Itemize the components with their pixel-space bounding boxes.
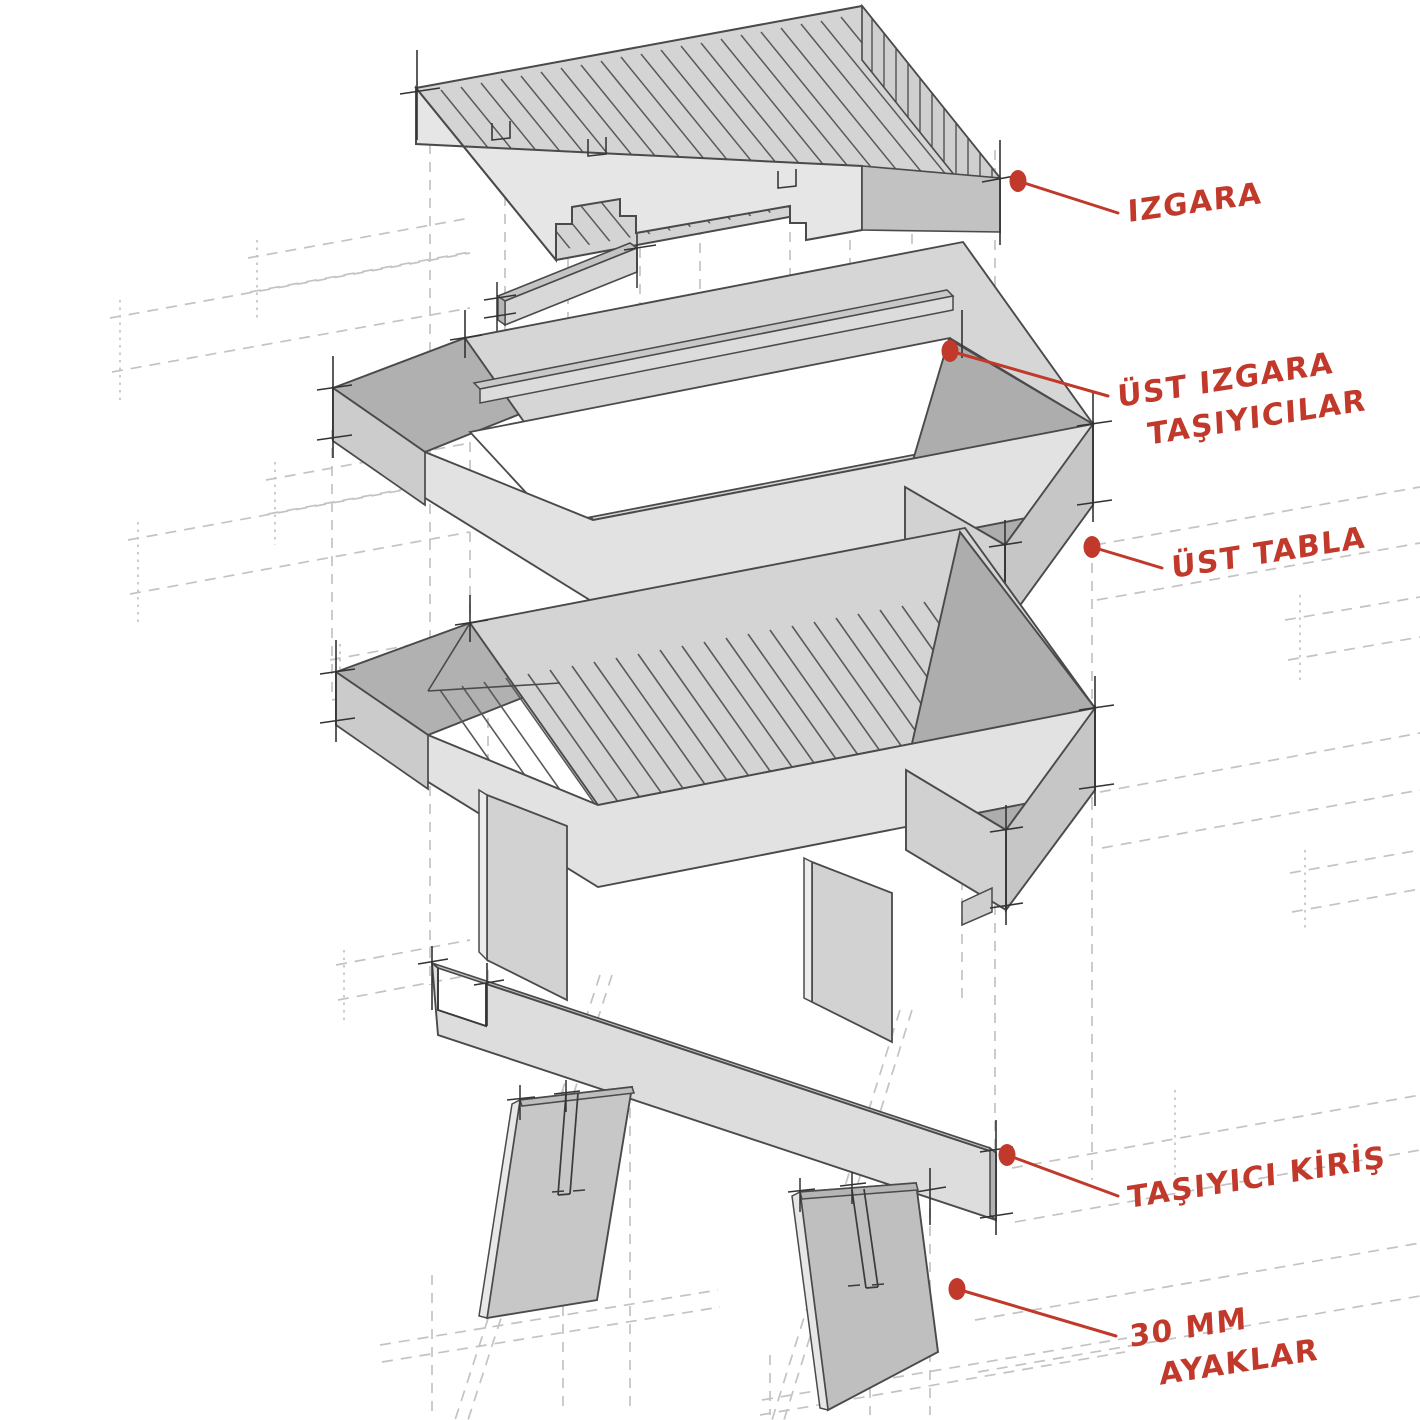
component-top-tray [316, 240, 1113, 640]
leg-slot [551, 1092, 586, 1196]
tray-inner-rail [472, 289, 955, 404]
leader-line-ust-izgara-tasiyicilar [948, 349, 1110, 398]
leader-dot-tasiyici-kiris [998, 1144, 1016, 1166]
bench-tick-marks [319, 595, 1115, 925]
component-assembled-bench [319, 526, 1115, 1044]
leader-dot-ust-tabla [1083, 536, 1101, 558]
component-grate [399, 3, 1021, 263]
bench-leg [478, 788, 568, 1002]
leader-line-izgara [1016, 179, 1120, 215]
grate-support-bar [483, 234, 657, 336]
component-beam [417, 946, 1014, 1235]
leader-line-ust-tabla [1090, 545, 1164, 570]
leg-slot [847, 1188, 885, 1289]
component-legs [478, 1080, 940, 1412]
leader-dot-ust-izgara-tasiyicilar [941, 340, 959, 362]
leader-line-tasiyici-kiris [1005, 1153, 1120, 1198]
leg-plate [478, 1080, 636, 1320]
grate-notches [491, 121, 797, 189]
leader-dot-izgara [1009, 170, 1027, 192]
bench-leg [803, 856, 893, 1044]
leg-plate [787, 1172, 940, 1412]
leader-line-30mm-ayaklar [955, 1287, 1118, 1338]
beam-notch [437, 968, 487, 1028]
annotation-leaders [941, 170, 1164, 1338]
leader-dot-30mm-ayaklar [948, 1278, 966, 1300]
